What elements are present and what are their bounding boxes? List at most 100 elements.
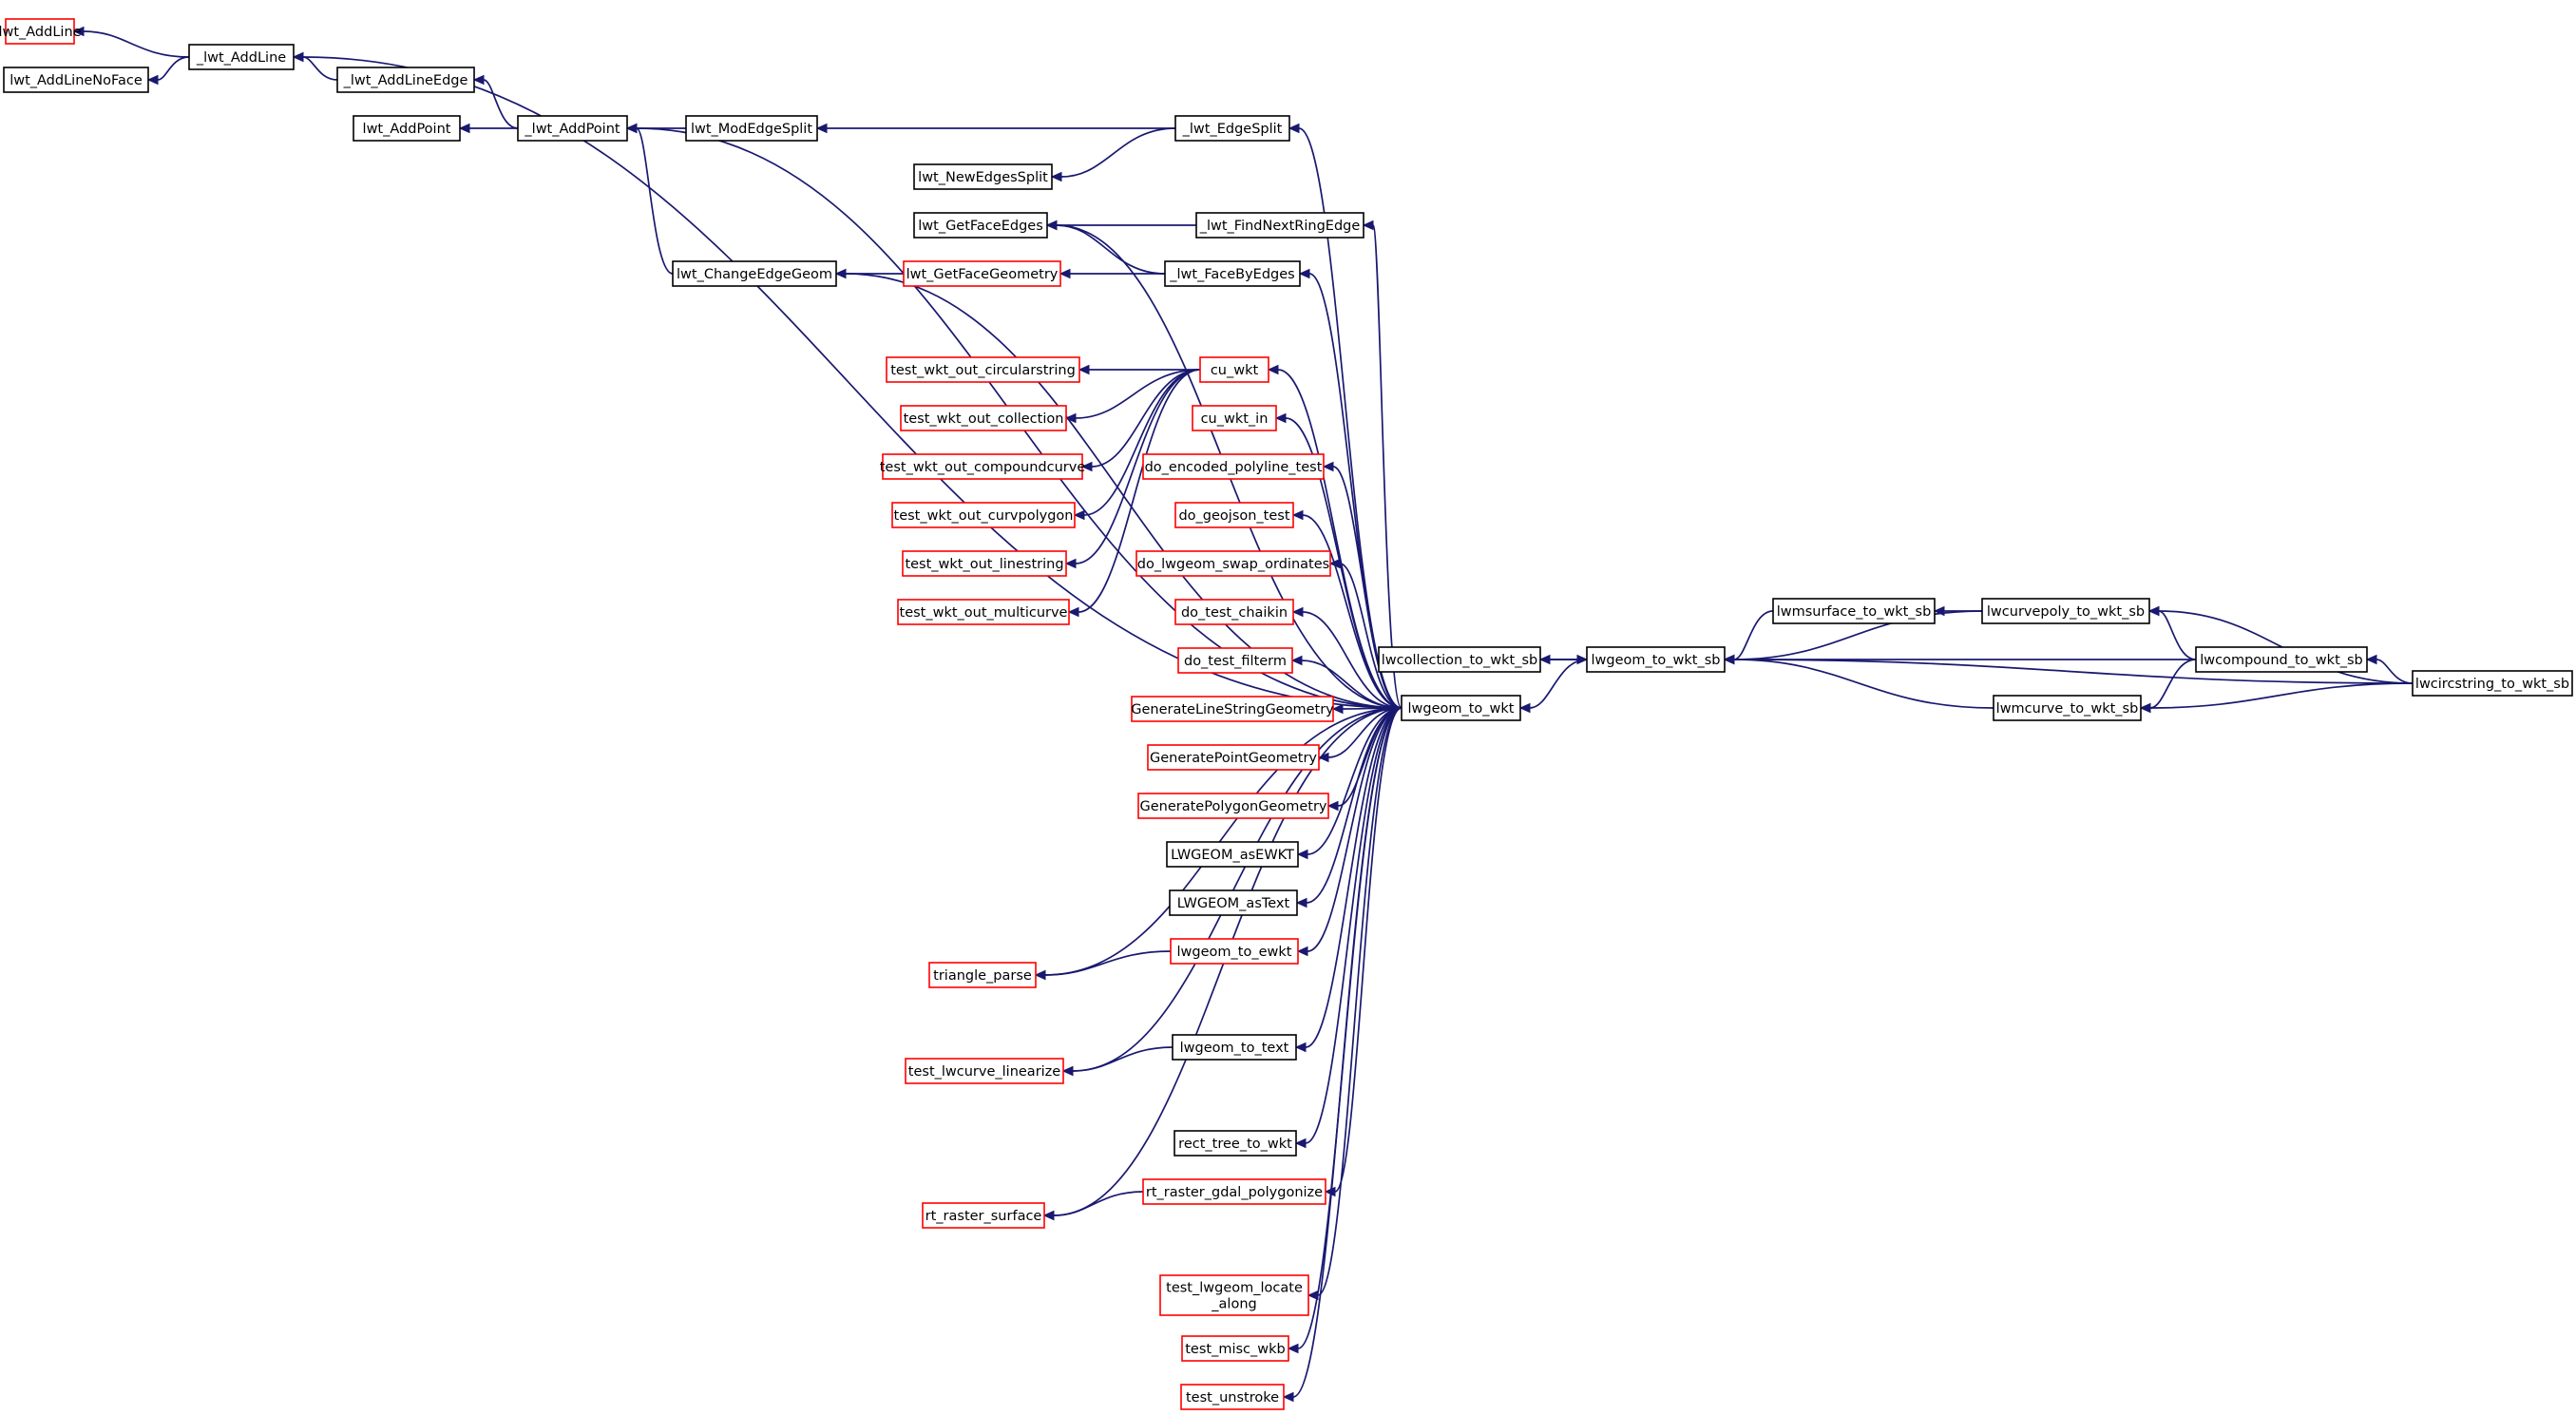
node-test-wkt-out-circularstring[interactable]: test_wkt_out_circularstring (886, 356, 1080, 383)
node-lwt-getfaceedges[interactable]: lwt_GetFaceEdges (913, 212, 1048, 239)
node-box-cu-wkt[interactable] (1199, 356, 1269, 383)
node-box-rt-raster-gdal-polygonize[interactable] (1142, 1178, 1326, 1205)
node-box-test-wkt-out-compoundcurve[interactable] (882, 453, 1083, 480)
node-lwmsurface-to-wkt-sb[interactable]: lwmsurface_to_wkt_sb (1772, 598, 1936, 624)
node-do-geojson-test[interactable]: do_geojson_test (1174, 502, 1294, 528)
node-box-do-test-filterm[interactable] (1177, 647, 1293, 674)
node-box-test-lwcurve-linearize[interactable] (905, 1058, 1064, 1084)
node-test-wkt-out-curvpolygon[interactable]: test_wkt_out_curvpolygon (891, 502, 1076, 528)
node-lwgeom-to-text[interactable]: lwgeom_to_text (1172, 1034, 1297, 1061)
node-lwt-addlinenoface[interactable]: lwt_AddLineNoFace (3, 67, 149, 93)
node-box-lwcircstring-to-wkt-sb[interactable] (2412, 670, 2573, 697)
node-box-generatelinestringgeometry[interactable] (1131, 696, 1334, 722)
node-box-lwt-changeedgegeom[interactable] (672, 260, 837, 287)
node-test-wkt-out-linestring[interactable]: test_wkt_out_linestring (902, 550, 1067, 577)
node-rt-raster-gdal-polygonize[interactable]: rt_raster_gdal_polygonize (1142, 1178, 1326, 1205)
node-box-lwt-getfacegeometry[interactable] (903, 260, 1061, 287)
node-lwgeom-to-wkt[interactable]: lwgeom_to_wkt (1401, 695, 1521, 721)
node-generatepolygongeometry[interactable]: GeneratePolygonGeometry (1137, 793, 1329, 819)
node-box-lwmcurve-to-wkt-sb[interactable] (1993, 695, 2142, 721)
node-rt-raster-surface[interactable]: rt_raster_surface (922, 1202, 1045, 1229)
node-box-do-encoded-polyline-test[interactable] (1142, 453, 1325, 480)
node-do-test-chaikin[interactable]: do_test_chaikin (1174, 599, 1294, 625)
node-box-test-wkt-out-curvpolygon[interactable] (891, 502, 1076, 528)
node-box-test-misc-wkb[interactable] (1181, 1335, 1289, 1362)
node-lwt-addpoint[interactable]: lwt_AddPoint (353, 115, 461, 142)
node-box-lwgeom-to-wkt[interactable] (1401, 695, 1521, 721)
node-box-test-wkt-out-multicurve[interactable] (897, 599, 1070, 625)
node-test-misc-wkb[interactable]: test_misc_wkb (1181, 1335, 1289, 1362)
node-lwt-addpoint[interactable]: _lwt_AddPoint (517, 115, 628, 142)
node-box-test-wkt-out-circularstring[interactable] (886, 356, 1080, 383)
node-lwgeom-to-ewkt[interactable]: lwgeom_to_ewkt (1170, 938, 1299, 965)
node-box-lwt-addpoint[interactable] (517, 115, 628, 142)
node-test-wkt-out-compoundcurve[interactable]: test_wkt_out_compoundcurve (880, 453, 1086, 480)
node-lwt-newedgessplit[interactable]: lwt_NewEdgesSplit (913, 163, 1053, 190)
node-box-lwt-newedgessplit[interactable] (913, 163, 1053, 190)
node-box-triangle-parse[interactable] (928, 962, 1037, 988)
node-box-lwgeom-asewkt[interactable] (1166, 841, 1299, 868)
node-box-lwgeom-to-wkt-sb[interactable] (1586, 646, 1726, 673)
node-lwt-addline[interactable]: _lwt_AddLine (188, 44, 295, 70)
node-lwcompound-to-wkt-sb[interactable]: lwcompound_to_wkt_sb (2195, 646, 2368, 673)
node-box-test-unstroke[interactable] (1180, 1384, 1285, 1410)
node-lwt-addlineedge[interactable]: _lwt_AddLineEdge (336, 67, 475, 93)
node-lwt-edgesplit[interactable]: _lwt_EdgeSplit (1174, 115, 1290, 142)
node-box-rt-raster-surface[interactable] (922, 1202, 1045, 1229)
node-do-encoded-polyline-test[interactable]: do_encoded_polyline_test (1142, 453, 1325, 480)
node-test-wkt-out-multicurve[interactable]: test_wkt_out_multicurve (897, 599, 1070, 625)
node-test-lwcurve-linearize[interactable]: test_lwcurve_linearize (905, 1058, 1064, 1084)
node-box-lwt-facebyedges[interactable] (1164, 260, 1301, 287)
node-lwcurvepoly-to-wkt-sb[interactable]: lwcurvepoly_to_wkt_sb (1981, 598, 2150, 624)
node-cu-wkt[interactable]: cu_wkt (1199, 356, 1269, 383)
node-rect-tree-to-wkt[interactable]: rect_tree_to_wkt (1174, 1130, 1297, 1157)
node-cu-wkt-in[interactable]: cu_wkt_in (1192, 405, 1277, 431)
node-triangle-parse[interactable]: triangle_parse (928, 962, 1037, 988)
node-box-lwgeom-to-ewkt[interactable] (1170, 938, 1299, 965)
node-box-lwt-getfaceedges[interactable] (913, 212, 1048, 239)
node-lwt-getfacegeometry[interactable]: lwt_GetFaceGeometry (903, 260, 1061, 287)
node-lwt-addline[interactable]: lwt_AddLine (0, 18, 82, 45)
node-test-lwgeom-locate-along[interactable]: test_lwgeom_locate_along (1159, 1274, 1309, 1316)
node-box-cu-wkt-in[interactable] (1192, 405, 1277, 431)
node-box-generatepointgeometry[interactable] (1147, 744, 1320, 771)
node-box-lwcompound-to-wkt-sb[interactable] (2195, 646, 2368, 673)
node-box-do-lwgeom-swap-ordinates[interactable] (1135, 550, 1331, 577)
node-lwt-modedgesplit[interactable]: lwt_ModEdgeSplit (685, 115, 818, 142)
node-box-lwt-edgesplit[interactable] (1174, 115, 1290, 142)
node-box-do-geojson-test[interactable] (1174, 502, 1294, 528)
node-lwgeom-to-wkt-sb[interactable]: lwgeom_to_wkt_sb (1586, 646, 1726, 673)
node-generatepointgeometry[interactable]: GeneratePointGeometry (1147, 744, 1320, 771)
node-lwt-facebyedges[interactable]: _lwt_FaceByEdges (1164, 260, 1301, 287)
node-box-do-test-chaikin[interactable] (1174, 599, 1294, 625)
node-test-wkt-out-collection[interactable]: test_wkt_out_collection (900, 405, 1067, 431)
node-box-rect-tree-to-wkt[interactable] (1174, 1130, 1297, 1157)
node-box-lwgeom-to-text[interactable] (1172, 1034, 1297, 1061)
node-box-lwcollection-to-wkt-sb[interactable] (1378, 646, 1541, 673)
node-box-lwcurvepoly-to-wkt-sb[interactable] (1981, 598, 2150, 624)
node-box-test-wkt-out-linestring[interactable] (902, 550, 1067, 577)
node-do-test-filterm[interactable]: do_test_filterm (1177, 647, 1293, 674)
node-lwmcurve-to-wkt-sb[interactable]: lwmcurve_to_wkt_sb (1993, 695, 2142, 721)
node-lwt-findnextringedge[interactable]: _lwt_FindNextRingEdge (1195, 212, 1364, 239)
node-lwgeom-asewkt[interactable]: LWGEOM_asEWKT (1166, 841, 1299, 868)
node-box-lwt-addpoint[interactable] (353, 115, 461, 142)
node-lwgeom-astext[interactable]: LWGEOM_asText (1169, 889, 1298, 916)
node-do-lwgeom-swap-ordinates[interactable]: do_lwgeom_swap_ordinates (1135, 550, 1331, 577)
node-box-lwt-addlinenoface[interactable] (3, 67, 149, 93)
node-box-lwt-modedgesplit[interactable] (685, 115, 818, 142)
node-lwt-changeedgegeom[interactable]: lwt_ChangeEdgeGeom (672, 260, 837, 287)
node-box-lwt-addline[interactable] (5, 18, 75, 45)
node-box-test-lwgeom-locate-along[interactable] (1159, 1274, 1309, 1316)
node-generatelinestringgeometry[interactable]: GenerateLineStringGeometry (1131, 696, 1334, 722)
node-lwcollection-to-wkt-sb[interactable]: lwcollection_to_wkt_sb (1378, 646, 1541, 673)
node-box-lwmsurface-to-wkt-sb[interactable] (1772, 598, 1936, 624)
node-box-lwt-findnextringedge[interactable] (1195, 212, 1364, 239)
node-test-unstroke[interactable]: test_unstroke (1180, 1384, 1285, 1410)
node-box-test-wkt-out-collection[interactable] (900, 405, 1067, 431)
node-box-lwt-addlineedge[interactable] (336, 67, 475, 93)
node-box-generatepolygongeometry[interactable] (1137, 793, 1329, 819)
node-box-lwgeom-astext[interactable] (1169, 889, 1298, 916)
node-box-lwt-addline[interactable] (188, 44, 295, 70)
node-lwcircstring-to-wkt-sb[interactable]: lwcircstring_to_wkt_sb (2412, 670, 2573, 697)
